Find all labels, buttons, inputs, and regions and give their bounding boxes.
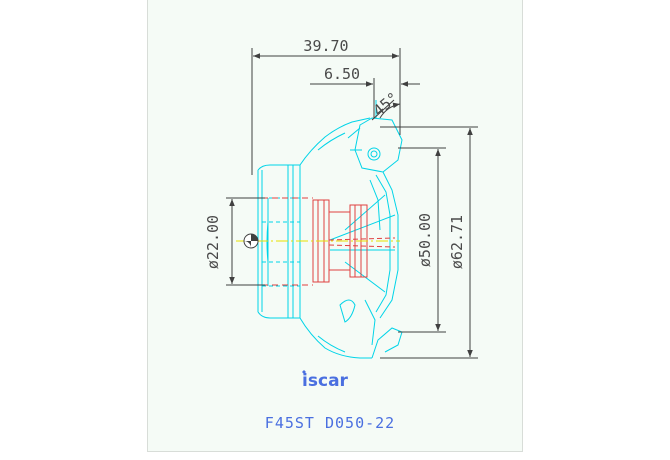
dim-cutting-diameter: ø50.00: [416, 213, 434, 267]
model-designation: F45ST D050-22: [265, 414, 395, 432]
dim-overall-length: 39.70: [303, 37, 348, 55]
centre-mark-symbol: [243, 233, 259, 249]
tool-body-outline: [257, 100, 403, 359]
dim-max-diameter: ø62.71: [448, 215, 466, 269]
drawing-frame: [147, 0, 523, 452]
iscar-logo: iscar: [302, 370, 349, 391]
brand-name: iscar: [302, 371, 348, 391]
dimension-lines: [226, 48, 478, 359]
dim-bore-diameter: ø22.00: [204, 215, 222, 269]
dim-insert-offset: 6.50: [324, 65, 360, 83]
clamping-screw-section: [262, 197, 396, 286]
